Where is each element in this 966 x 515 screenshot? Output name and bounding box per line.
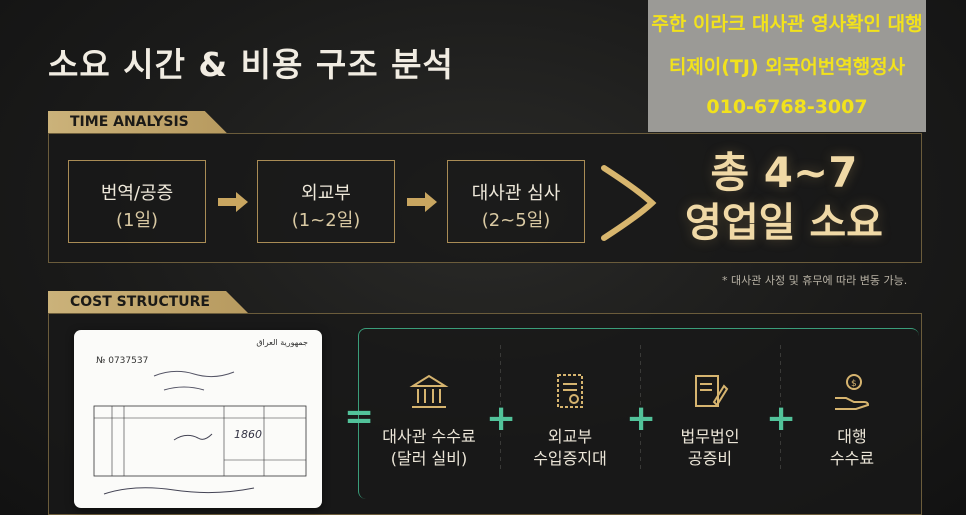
cost-item-agency-fee: $ 대행 수수료	[792, 372, 912, 470]
cost-structure-tag: COST STRUCTURE	[48, 291, 248, 313]
divider	[780, 345, 781, 473]
step-embassy: 대사관 심사 (2~5일)	[447, 160, 585, 243]
equals-sign: =	[344, 396, 375, 437]
step-translation: 번역/공증 (1일)	[68, 160, 206, 243]
receipt-header: جمهورية العراق	[256, 338, 308, 347]
receipt-total: 1860	[234, 428, 262, 441]
embassy-receipt-image: № 0737537 جمهورية العراق 1860	[74, 330, 322, 508]
cost-formula-frame	[358, 328, 919, 499]
item-label: 법무법인	[680, 427, 740, 446]
total-duration: 총 4~7 영업일 소요	[660, 148, 908, 248]
page-title: 소요 시간 & 비용 구조 분석	[48, 45, 454, 84]
step-mofa: 외교부 (1~2일)	[257, 160, 395, 243]
step-duration: (1~2일)	[291, 210, 361, 231]
item-label: 대행	[837, 427, 867, 446]
step-label: 번역/공증	[100, 183, 174, 204]
plus-sign: +	[766, 398, 797, 439]
step-label: 대사관 심사	[471, 183, 561, 204]
time-analysis-panel	[48, 133, 922, 263]
cost-item-revenue-stamp: 외교부 수입증지대	[510, 372, 630, 470]
contact-overlay: 주한 이라크 대사관 영사확인 대행 티제이(TJ) 외국어번역행정사 010-…	[648, 0, 926, 132]
cost-item-embassy-fee: 대사관 수수료 (달러 실비)	[369, 372, 489, 470]
plus-sign: +	[486, 398, 517, 439]
item-label: 대사관 수수료	[382, 427, 476, 446]
item-sub-label: 수입증지대	[533, 449, 607, 468]
total-line-2: 영업일 소요	[685, 200, 883, 246]
step-label: 외교부	[301, 183, 351, 204]
plus-sign: +	[626, 398, 657, 439]
overlay-line-1: 주한 이라크 대사관 영사확인 대행	[651, 13, 923, 35]
item-sub-label: (달러 실비)	[390, 449, 468, 468]
step-duration: (1일)	[115, 210, 159, 231]
receipt-lines	[93, 370, 307, 495]
total-line-1: 총 4~7	[710, 148, 858, 197]
divider	[640, 345, 641, 473]
item-sub-label: 공증비	[687, 449, 733, 468]
time-analysis-tag: TIME ANALYSIS	[48, 111, 227, 133]
arrow-right-icon	[407, 192, 437, 212]
money-hand-icon: $	[835, 374, 870, 410]
chevron-right-icon	[601, 165, 657, 241]
item-sub-label: 수수료	[829, 449, 875, 468]
stamp-document-icon	[557, 374, 583, 408]
receipt-number: № 0737537	[96, 356, 149, 366]
svg-text:$: $	[851, 379, 857, 389]
cost-item-notary-fee: 법무법인 공증비	[650, 372, 770, 470]
overlay-line-2: 티제이(TJ) 외국어번역행정사	[668, 56, 906, 78]
step-duration: (2~5일)	[481, 210, 551, 231]
notarized-document-icon	[695, 375, 729, 407]
bank-icon	[409, 374, 449, 408]
divider	[500, 345, 501, 473]
overlay-line-3: 010-6768-3007	[706, 96, 868, 118]
arrow-right-icon	[218, 192, 248, 212]
footnote: * 대사관 사정 및 휴무에 따라 변동 가능.	[722, 274, 908, 287]
item-label: 외교부	[547, 427, 593, 446]
